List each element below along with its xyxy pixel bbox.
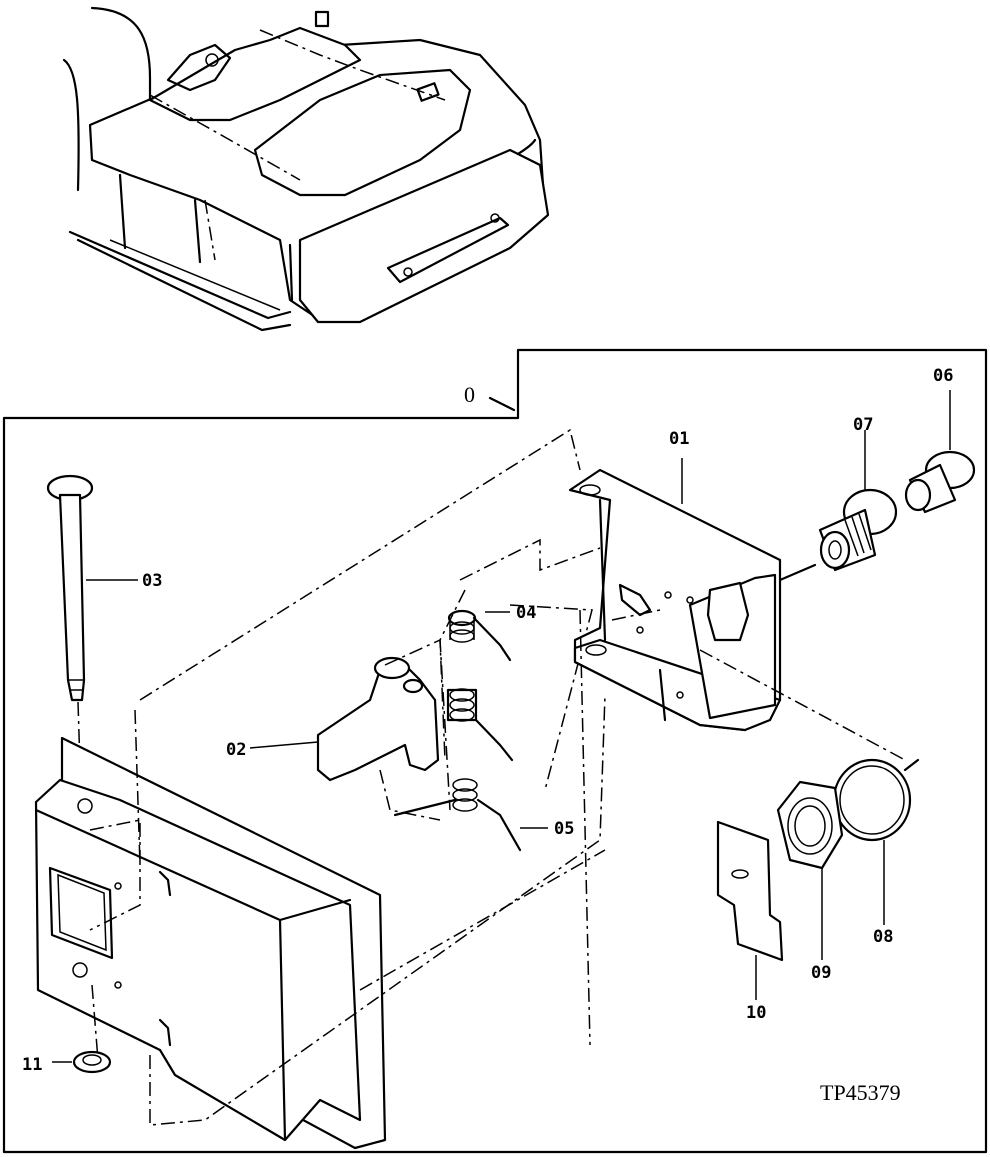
diagram-frame <box>2 348 988 1154</box>
callout-0: 0 <box>464 382 475 407</box>
part-03-pin <box>46 474 138 831</box>
callout-04: 04 <box>516 603 536 623</box>
part-11-clip <box>52 1050 112 1074</box>
front-plate-housing <box>34 736 387 1150</box>
part-02-latch <box>249 638 446 821</box>
callout-03: 03 <box>142 571 162 591</box>
figure-reference: TP45379 <box>820 1080 901 1105</box>
callout-08: 08 <box>873 927 893 947</box>
callout-10: 10 <box>746 1003 766 1023</box>
part-07-bushing <box>818 430 898 572</box>
part-08-snap-ring <box>832 758 920 925</box>
callout-01: 01 <box>669 429 689 449</box>
callout-07: 07 <box>853 415 873 435</box>
callout-11: 11 <box>22 1055 42 1075</box>
machine-overview-illustration <box>62 6 550 332</box>
callout-05: 05 <box>554 819 574 839</box>
part-10-plate <box>716 820 784 1000</box>
callout-06: 06 <box>933 366 953 386</box>
part-04-spring <box>446 609 514 762</box>
part-05-spring <box>393 538 601 852</box>
part-09-nut <box>776 780 844 960</box>
callout-02: 02 <box>226 740 246 760</box>
callout-09: 09 <box>811 963 831 983</box>
part-06-sleeve <box>904 390 976 514</box>
